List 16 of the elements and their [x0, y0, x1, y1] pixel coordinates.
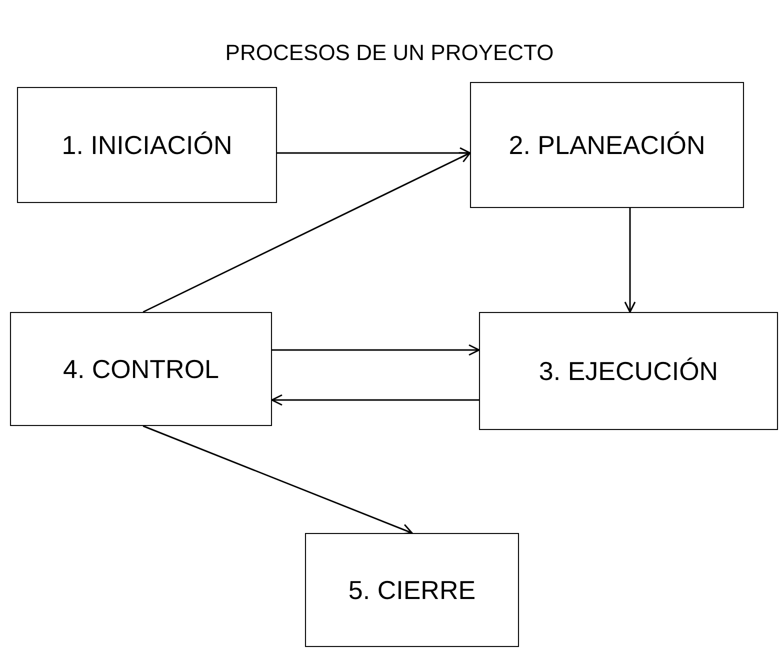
process-box	[17, 87, 277, 203]
arrow	[142, 425, 413, 535]
diagram-title: PROCESOS DE UN PROYECTO	[224, 40, 555, 66]
arrow	[271, 394, 479, 406]
box-label: 2. PLANEACIÓN	[508, 130, 706, 160]
box-label: 4. CONTROL	[62, 354, 220, 384]
arrow	[142, 152, 471, 313]
arrow	[272, 344, 480, 356]
box-label: 5. CIERRE	[348, 574, 476, 606]
arrow	[624, 208, 636, 313]
process-box	[305, 533, 519, 647]
box-label: 1. INICIACIÓN	[62, 130, 232, 160]
box-label: 3. EJECUCIÓN	[538, 356, 718, 386]
process-box	[470, 82, 744, 208]
process-box	[479, 312, 778, 430]
process-box	[10, 312, 272, 426]
